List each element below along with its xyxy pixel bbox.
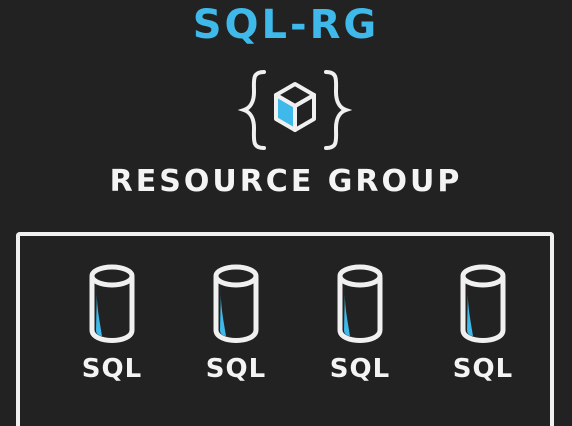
sql-database-label: SQL xyxy=(329,354,391,384)
sql-database-label: SQL xyxy=(205,354,267,384)
sql-database-4: SQL xyxy=(443,258,523,398)
sql-database-label: SQL xyxy=(452,354,514,384)
sql-database-1: SQL xyxy=(72,258,152,398)
sql-database-3: SQL xyxy=(320,258,400,398)
resource-group-container xyxy=(16,232,554,426)
database-cylinder-icon xyxy=(213,264,259,343)
resource-group-name: SQL-RG xyxy=(192,2,380,48)
resource-group-cube-icon xyxy=(236,66,354,154)
sql-database-2: SQL xyxy=(196,258,276,398)
database-cylinder-icon xyxy=(460,264,506,343)
resource-group-label: RESOURCE GROUP xyxy=(109,164,463,199)
database-cylinder-icon xyxy=(89,264,135,343)
sql-database-label: SQL xyxy=(81,354,143,384)
database-cylinder-icon xyxy=(337,264,383,343)
